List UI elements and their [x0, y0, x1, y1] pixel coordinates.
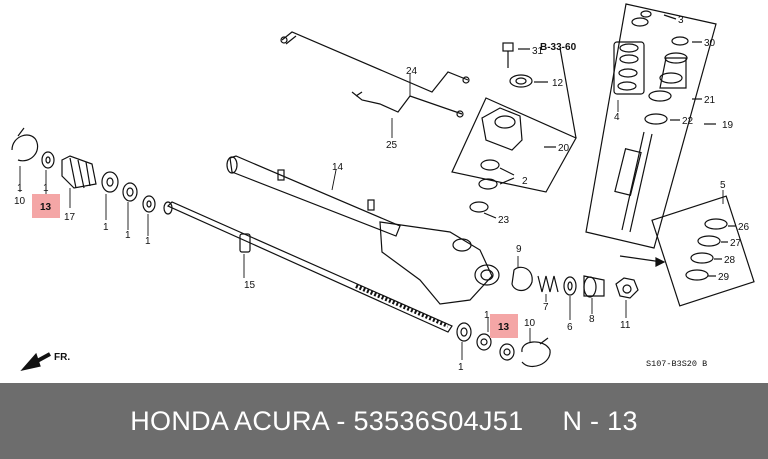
boot-clamp-10-right — [521, 337, 551, 367]
callout-14: 14 — [332, 162, 344, 173]
callout-24: 24 — [406, 66, 418, 77]
boot-clamp-10 — [11, 127, 39, 162]
parts-diagram: 13 13 10 1 1 17 1 1 1 15 14 24 25 31 12 … — [11, 3, 755, 373]
front-label: FR. — [54, 352, 70, 363]
part-number-caption: HONDA ACURA - 53536S04J51 N - 13 — [130, 405, 638, 436]
pipe-24 — [280, 31, 470, 93]
callout-5: 5 — [720, 180, 726, 191]
spring-7 — [537, 275, 559, 293]
callout-12: 12 — [552, 78, 564, 89]
callout-27: 27 — [730, 238, 742, 249]
callout-31: 31 — [532, 46, 544, 57]
callout-28: 28 — [724, 255, 736, 266]
yoke-9 — [511, 266, 533, 292]
seals-lower — [456, 322, 515, 361]
diagram-code: S107-B3S20 B — [646, 359, 707, 369]
callout-22: 22 — [682, 116, 694, 127]
callout-17: 17 — [64, 212, 76, 223]
callout-2: 2 — [522, 176, 528, 187]
locknut-11 — [615, 277, 639, 299]
highlight-label-left: 13 — [40, 202, 52, 213]
footer-bar: HONDA ACURA - 53536S04J51 N - 13 — [0, 383, 768, 459]
callout-8: 8 — [589, 314, 595, 325]
callout-15: 15 — [244, 280, 256, 291]
callout-26: 26 — [738, 222, 750, 233]
callout-4: 4 — [614, 112, 620, 123]
front-arrow-icon — [20, 352, 51, 371]
cap-8 — [583, 275, 605, 298]
callout-1-g: 1 — [458, 362, 464, 373]
highlight-box-left — [32, 194, 60, 218]
callout-10-right: 10 — [524, 318, 536, 329]
pipe-25 — [351, 91, 464, 118]
seal-6 — [563, 276, 577, 296]
callout-19: 19 — [722, 120, 734, 131]
callout-1-a: 1 — [17, 183, 23, 194]
callout-23: 23 — [498, 215, 510, 226]
highlight-label-right: 13 — [498, 322, 510, 333]
callout-29: 29 — [718, 272, 730, 283]
seal-12 — [509, 74, 548, 88]
seal-set-5 — [651, 195, 755, 307]
callout-1-f: 1 — [484, 310, 490, 321]
highlight-box-right — [490, 314, 518, 338]
valve-group-19 — [585, 3, 717, 249]
boot-17 — [61, 155, 97, 189]
callout-1-b: 1 — [43, 183, 49, 194]
callout-30: 30 — [704, 38, 716, 49]
bolt-31 — [502, 42, 530, 68]
valve-housing-group — [451, 97, 577, 219]
callout-25: 25 — [386, 140, 398, 151]
callout-21: 21 — [704, 95, 716, 106]
reference-code: B-33-60 — [540, 42, 577, 53]
leader-lines — [19, 74, 724, 360]
bushing-left — [101, 171, 156, 213]
callout-labels: 10 1 1 17 1 1 1 15 14 24 25 31 12 20 2 2… — [14, 15, 750, 373]
callout-3: 3 — [678, 15, 684, 26]
callout-1-e: 1 — [145, 236, 151, 247]
callout-11: 11 — [620, 320, 631, 331]
callout-1-d: 1 — [125, 230, 131, 241]
callout-20: 20 — [558, 143, 570, 154]
seal-13-left — [41, 151, 55, 169]
callout-10-left: 10 — [14, 196, 26, 207]
rack-15 — [163, 201, 453, 333]
rack-housing-14 — [226, 155, 500, 305]
callout-9: 9 — [516, 244, 522, 255]
callout-7: 7 — [543, 302, 549, 313]
callout-6: 6 — [567, 322, 573, 333]
callout-1-c: 1 — [103, 222, 109, 233]
